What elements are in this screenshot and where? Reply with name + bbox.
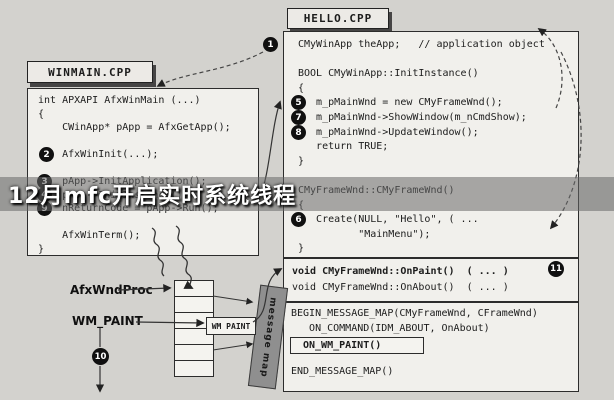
step-badge-5: 5	[291, 95, 306, 110]
arrow-column-to-ribbon-1	[212, 295, 254, 305]
message-entry-column	[174, 280, 214, 377]
step-badge-2: 2	[39, 147, 54, 162]
code-line-on-wm-paint: ON_WM_PAINT()	[303, 339, 382, 351]
code-line: ON_COMMAND(IDM_ABOUT, OnAbout)	[291, 323, 490, 334]
code-line: AfxWinTerm();	[38, 230, 141, 241]
step-badge-1: 1	[263, 37, 278, 52]
code-line: return TRUE;	[298, 141, 389, 153]
code-line	[38, 135, 258, 149]
code-line: Create(NULL, "Hello", ( ...	[298, 214, 479, 226]
arrow-column-to-ribbon-2	[212, 341, 254, 351]
code-line: int APXAPI AfxWinMain (...)	[38, 95, 201, 106]
code-line	[38, 216, 258, 230]
code-line	[298, 53, 578, 68]
code-line-onabout: void CMyFrameWnd::OnAbout() ( ... )	[292, 282, 509, 293]
code-line: {	[298, 82, 305, 94]
code-line: CMyWinApp theApp; // application object	[298, 39, 545, 50]
on-wm-paint-highlight-box: ON_WM_PAINT()	[290, 337, 424, 354]
wm-paint-label: WM_PAINT	[72, 314, 143, 328]
code-line: }	[298, 155, 305, 167]
code-line: m_pMainWnd->UpdateWindow();	[298, 126, 479, 138]
winmain-code-box: int APXAPI AfxWinMain (...) { CWinApp* p…	[27, 88, 259, 256]
step-badge-8: 8	[291, 125, 306, 140]
step-badge-11: 11	[548, 261, 564, 277]
code-line: AfxWinInit(...);	[38, 149, 159, 160]
watermark-band: 12月mfc开启实时系统线程	[0, 177, 614, 211]
message-entry-cell	[174, 360, 214, 377]
hello-code-box: CMyWinApp theApp; // application object …	[283, 31, 579, 258]
code-line: }	[298, 243, 305, 255]
code-line: {	[38, 108, 45, 120]
wm-paint-entry-box: WM PAINT	[206, 317, 256, 335]
code-line: BOOL CMyWinApp::InitInstance()	[298, 68, 479, 80]
message-entry-cell	[174, 280, 214, 297]
code-line: m_pMainWnd = new CMyFrameWnd();	[298, 97, 503, 109]
message-entry-cell	[174, 296, 214, 313]
watermark-text: 12月mfc开启实时系统线程	[8, 184, 297, 209]
code-line: m_pMainWnd->ShowWindow(m_nCmdShow);	[298, 111, 527, 123]
message-map-ribbon-label: message map	[258, 296, 278, 378]
message-map-section-box: BEGIN_MESSAGE_MAP(CMyFrameWnd, CFrameWnd…	[283, 302, 579, 392]
afxwndproc-label: AfxWndProc	[70, 283, 153, 297]
code-line: END_MESSAGE_MAP()	[291, 366, 394, 377]
code-line-onpaint: void CMyFrameWnd::OnPaint() ( ... )	[292, 266, 509, 277]
step-badge-10: 10	[92, 348, 109, 365]
step-badge-7: 7	[291, 110, 306, 125]
message-entry-cell	[174, 344, 214, 361]
code-line: CWinApp* pApp = AfxGetApp();	[38, 122, 231, 133]
winmain-file-title: WINMAIN.CPP	[27, 61, 153, 83]
arrow-theapp-to-winmain	[156, 51, 264, 87]
onpaint-section-box: void CMyFrameWnd::OnPaint() ( ... ) void…	[283, 258, 579, 302]
code-line	[38, 162, 258, 176]
code-line: "MainMenu");	[298, 228, 431, 240]
code-line: BEGIN_MESSAGE_MAP(CMyFrameWnd, CFrameWnd…	[291, 308, 538, 319]
step-badge-6: 6	[291, 212, 306, 227]
hello-file-title: HELLO.CPP	[287, 8, 389, 29]
code-line: }	[38, 243, 45, 255]
